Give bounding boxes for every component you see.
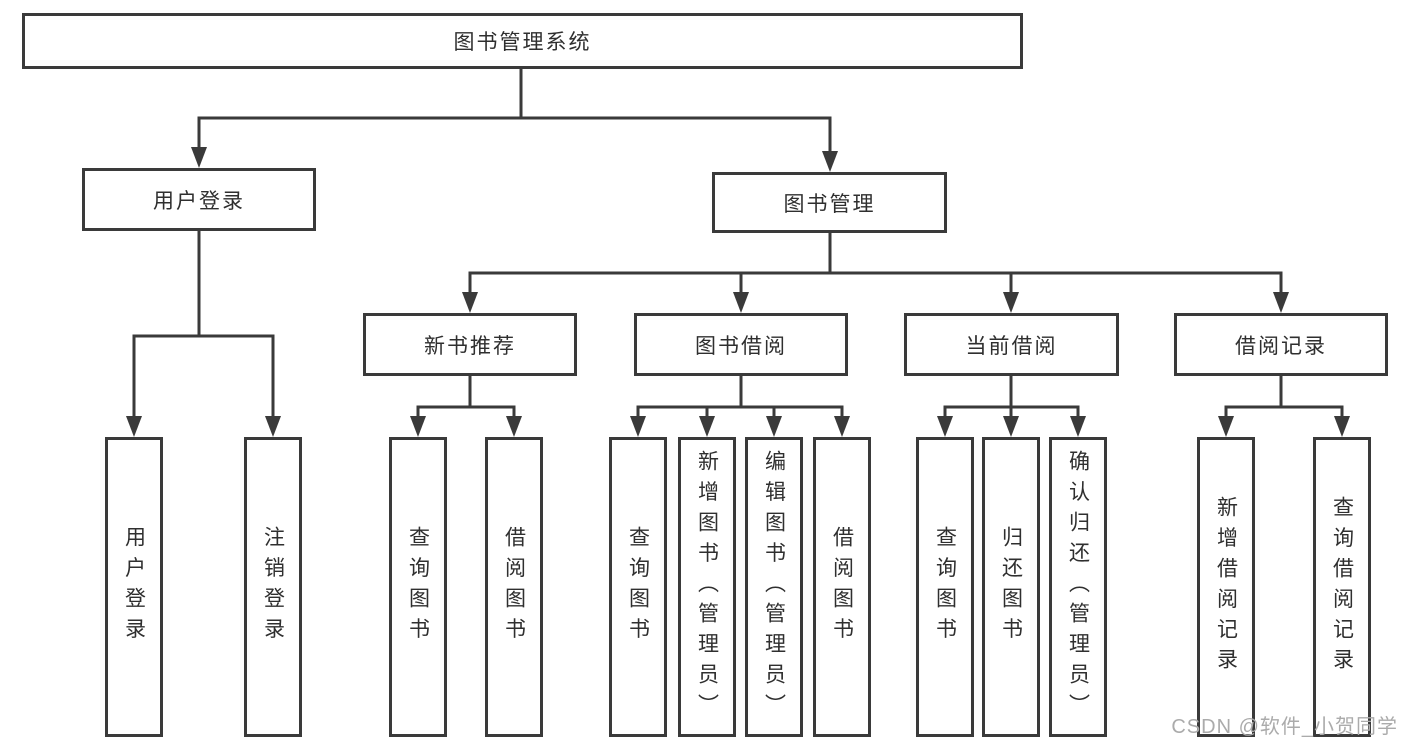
node-leaf-logout: 注销登录 xyxy=(244,437,302,737)
node-leaf-cb-query-books-label: 查询图书 xyxy=(933,526,957,648)
connector-current-borrow-children xyxy=(943,374,1080,419)
connector-book-borrow-children xyxy=(636,374,844,419)
arrowhead-icon xyxy=(1070,416,1086,437)
node-user-login: 用户登录 xyxy=(82,168,316,231)
arrowhead-icon xyxy=(1218,416,1234,437)
node-root: 图书管理系统 xyxy=(22,13,1023,69)
arrowhead-icon xyxy=(191,147,207,168)
node-leaf-rec-borrow-books-label: 借阅图书 xyxy=(502,526,526,648)
node-book-mgmt-label: 图书管理 xyxy=(783,192,876,216)
node-leaf-logout-label: 注销登录 xyxy=(261,526,285,648)
arrowhead-icon xyxy=(126,416,142,437)
arrowhead-icon xyxy=(506,416,522,437)
node-leaf-rec-query-books: 查询图书 xyxy=(389,437,447,737)
node-book-borrow: 图书借阅 xyxy=(634,313,848,376)
csdn-watermark: CSDN @软件_小贺同学 xyxy=(1171,716,1398,738)
arrowhead-icon xyxy=(410,416,426,437)
node-leaf-br-add-record: 新增借阅记录 xyxy=(1197,437,1255,737)
connector-user-login-children xyxy=(132,229,275,419)
node-leaf-bb-edit-books-label: 编辑图书（管理员） xyxy=(762,449,786,725)
node-leaf-cb-return-books: 归还图书 xyxy=(982,437,1040,737)
node-leaf-cb-confirm-return: 确认归还（管理员） xyxy=(1049,437,1107,737)
node-user-login-label: 用户登录 xyxy=(153,189,245,213)
node-current-borrow: 当前借阅 xyxy=(904,313,1119,376)
node-leaf-br-query-record: 查询借阅记录 xyxy=(1313,437,1371,737)
connector-new-book-rec-children xyxy=(416,374,516,419)
arrowhead-icon xyxy=(630,416,646,437)
node-leaf-bb-borrow-books: 借阅图书 xyxy=(813,437,871,737)
node-leaf-br-add-record-label: 新增借阅记录 xyxy=(1214,495,1238,679)
node-leaf-bb-add-books-label: 新增图书（管理员） xyxy=(695,449,719,725)
connector-root-to-level2 xyxy=(197,66,832,154)
arrowhead-icon xyxy=(733,292,749,313)
arrowhead-icon xyxy=(699,416,715,437)
node-leaf-rec-borrow-books: 借阅图书 xyxy=(485,437,543,737)
node-book-mgmt: 图书管理 xyxy=(712,172,947,233)
arrowhead-icon xyxy=(265,416,281,437)
arrowhead-icon xyxy=(1334,416,1350,437)
node-new-book-rec-label: 新书推荐 xyxy=(424,334,516,358)
arrowhead-icon xyxy=(1003,292,1019,313)
arrowhead-icon xyxy=(1273,292,1289,313)
node-leaf-rec-query-books-label: 查询图书 xyxy=(406,526,430,648)
node-new-book-rec: 新书推荐 xyxy=(363,313,577,376)
arrowhead-icon xyxy=(834,416,850,437)
node-leaf-bb-add-books: 新增图书（管理员） xyxy=(678,437,736,737)
node-leaf-bb-borrow-books-label: 借阅图书 xyxy=(830,526,854,648)
node-leaf-br-query-record-label: 查询借阅记录 xyxy=(1330,495,1354,679)
connector-borrow-record-children xyxy=(1224,374,1344,419)
node-leaf-user-login: 用户登录 xyxy=(105,437,163,737)
node-borrow-record: 借阅记录 xyxy=(1174,313,1388,376)
node-leaf-bb-query-books-label: 查询图书 xyxy=(626,526,650,648)
node-borrow-record-label: 借阅记录 xyxy=(1235,334,1327,358)
node-current-borrow-label: 当前借阅 xyxy=(965,334,1058,358)
node-leaf-user-login-label: 用户登录 xyxy=(122,526,146,648)
node-leaf-bb-query-books: 查询图书 xyxy=(609,437,667,737)
arrowhead-icon xyxy=(822,151,838,172)
arrowhead-icon xyxy=(937,416,953,437)
arrowhead-icon xyxy=(766,416,782,437)
node-leaf-cb-return-books-label: 归还图书 xyxy=(999,526,1023,648)
node-book-borrow-label: 图书借阅 xyxy=(695,334,787,358)
node-root-label: 图书管理系统 xyxy=(453,31,592,54)
connector-book-mgmt-children xyxy=(468,231,1283,295)
node-leaf-bb-edit-books: 编辑图书（管理员） xyxy=(745,437,803,737)
node-leaf-cb-query-books: 查询图书 xyxy=(916,437,974,737)
arrowhead-icon xyxy=(462,292,478,313)
arrowhead-icon xyxy=(1003,416,1019,437)
node-leaf-cb-confirm-return-label: 确认归还（管理员） xyxy=(1066,449,1090,725)
